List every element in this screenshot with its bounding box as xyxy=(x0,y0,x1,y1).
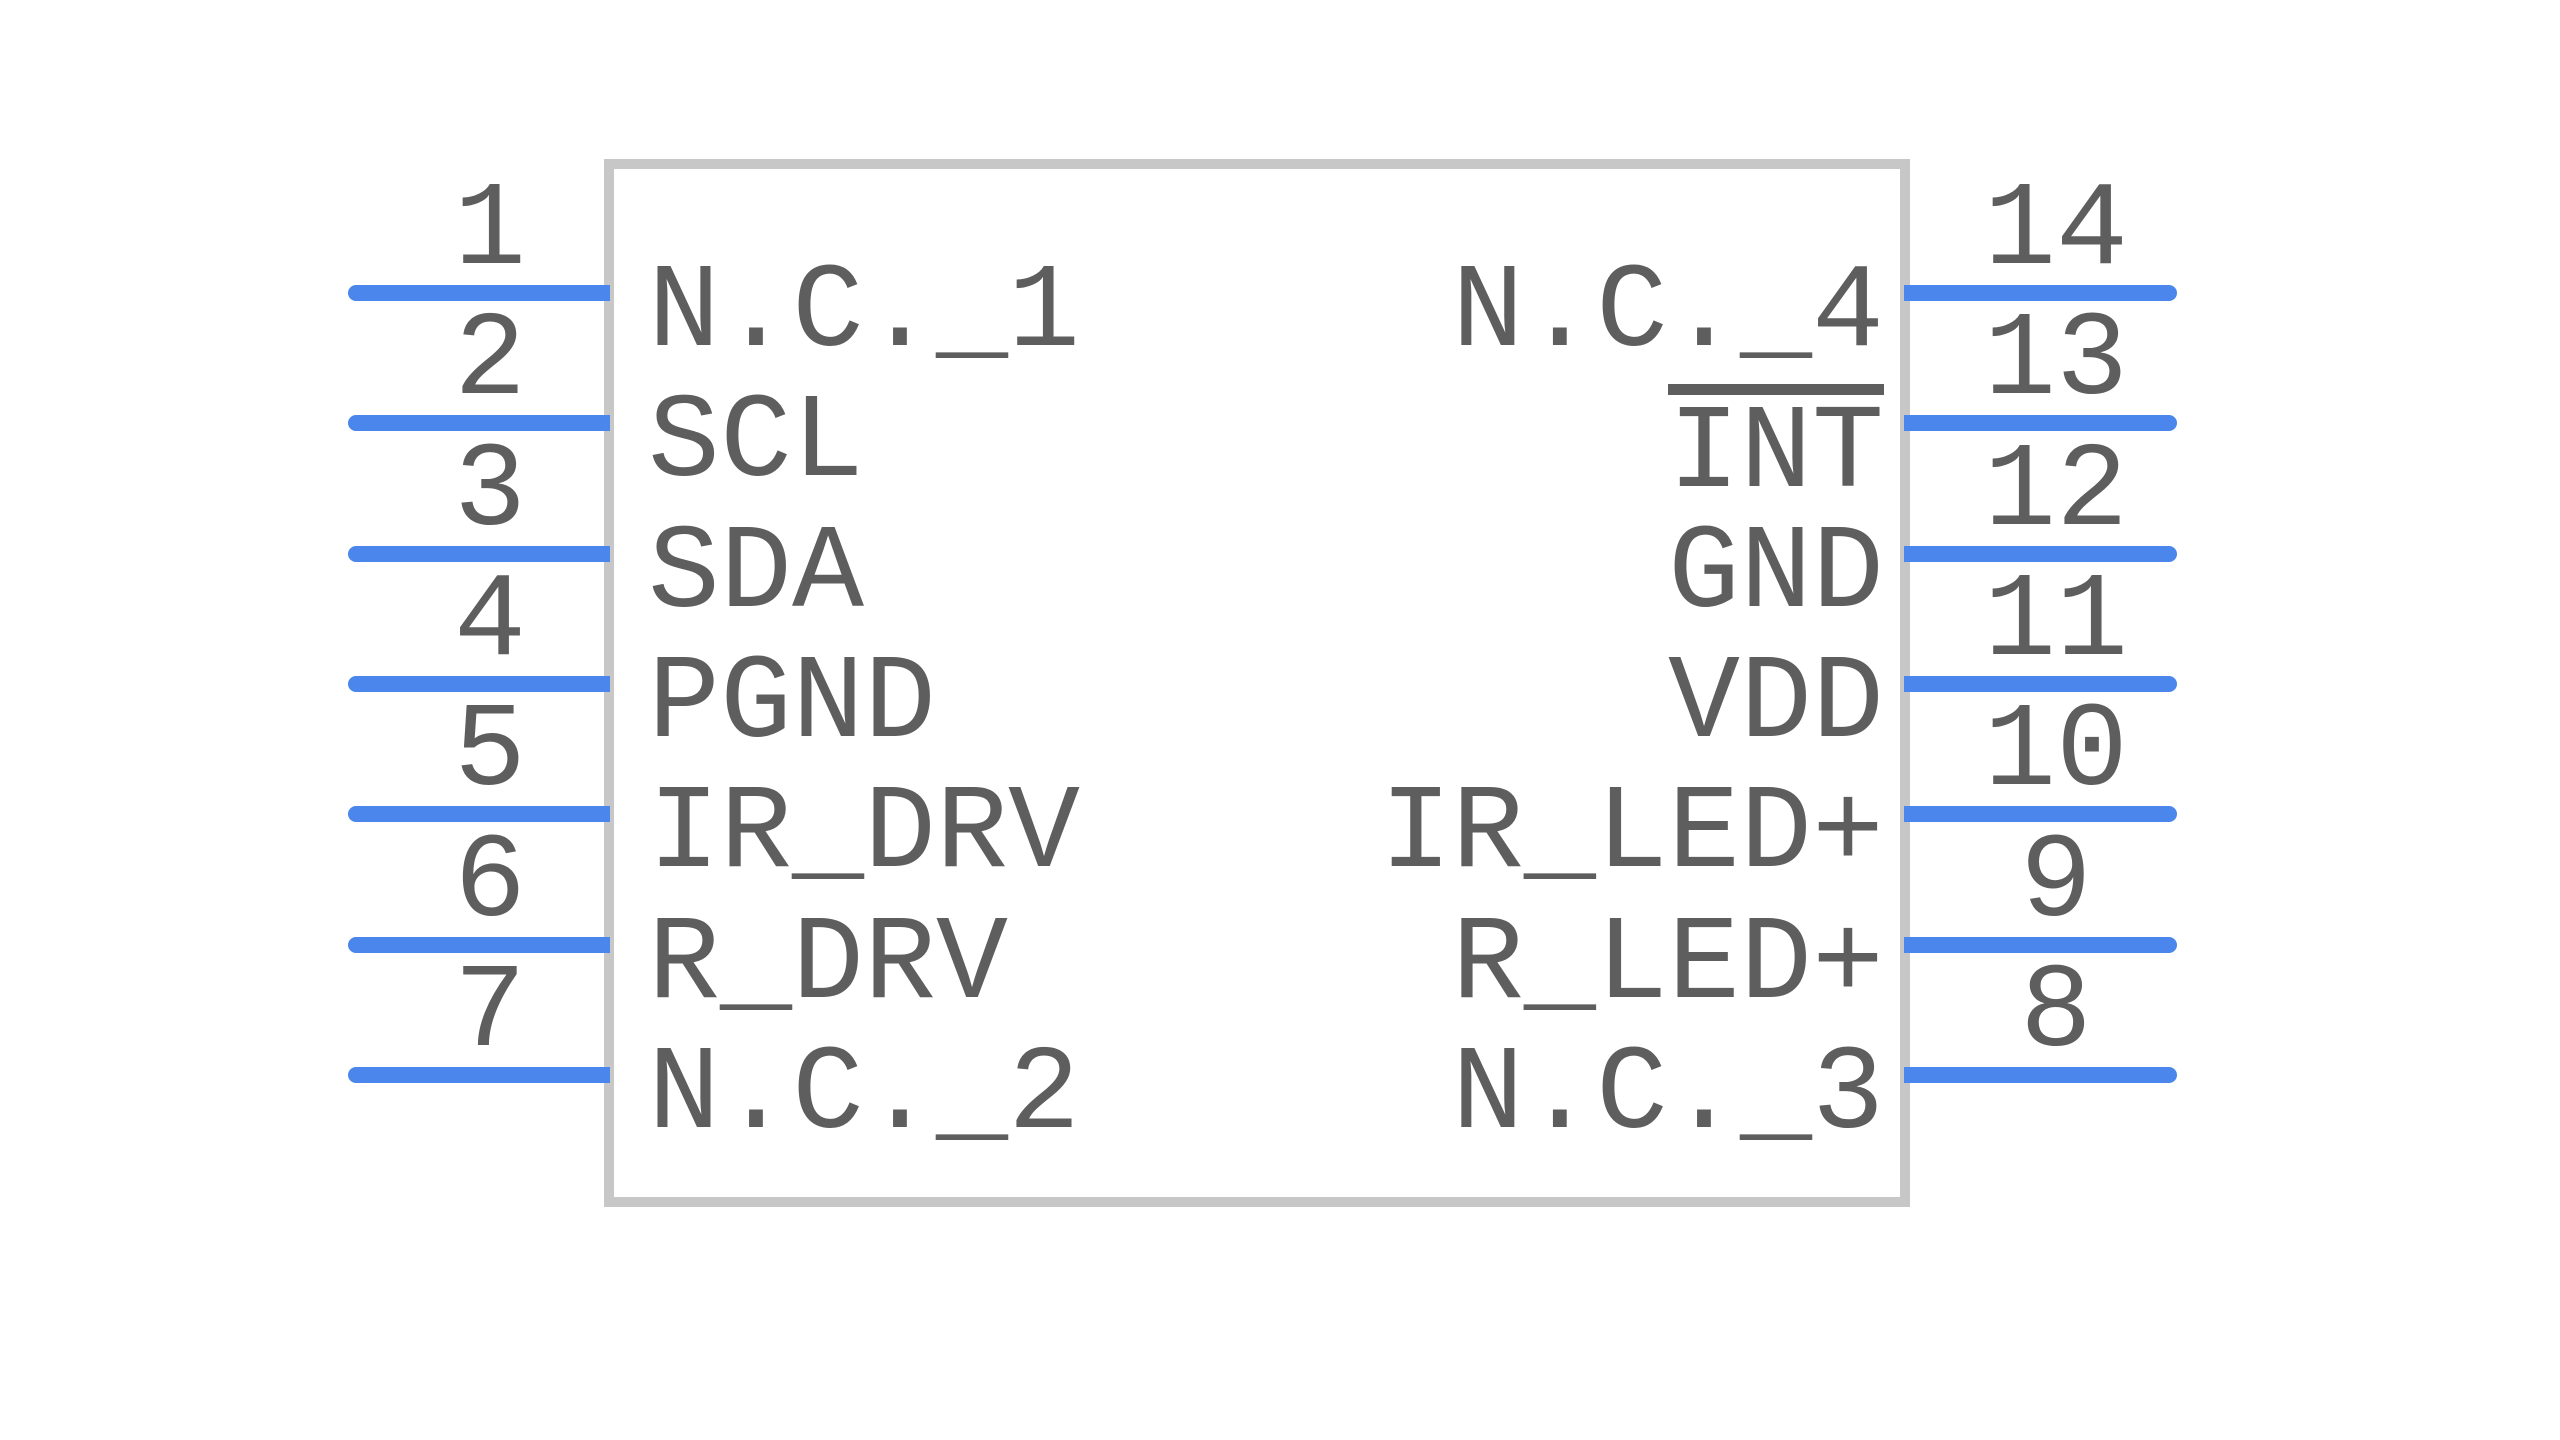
pin-4-name: PGND xyxy=(648,636,937,773)
pin-9-name: R_LED+ xyxy=(1451,897,1884,1034)
pin-2-number: 2 xyxy=(453,294,526,431)
pin-9-line xyxy=(1904,936,2177,953)
pin-14-line xyxy=(1904,285,2177,301)
pin-7-number: 7 xyxy=(453,945,526,1082)
pin-3-name: SDA xyxy=(648,506,865,643)
pin-8-name: N.C._3 xyxy=(1451,1027,1884,1164)
pin-12-name: GND xyxy=(1667,506,1884,643)
pin-12-number: 12 xyxy=(1983,424,2129,561)
pin-13-line xyxy=(1904,415,2177,432)
pin-2-name: SCL xyxy=(648,376,865,513)
pin-6-name: R_DRV xyxy=(648,897,1009,1034)
pin-5-name: IR_DRV xyxy=(648,767,1081,904)
pin-13-number: 13 xyxy=(1983,294,2129,431)
pin-11-number: 11 xyxy=(1983,554,2129,691)
pin-10-number: 10 xyxy=(1983,685,2129,822)
pin-3-line xyxy=(348,545,610,562)
pin-8-line xyxy=(1904,1066,2177,1083)
pin-12-line xyxy=(1904,545,2177,562)
pin-14-number: 14 xyxy=(1983,164,2129,300)
pin-1-line xyxy=(348,285,610,301)
pin-6-number: 6 xyxy=(453,815,526,952)
pin-6-line xyxy=(348,936,610,953)
pin-3-number: 3 xyxy=(453,424,526,561)
active-low-overline-label: INT xyxy=(1667,384,1884,515)
pin-4-line xyxy=(348,675,610,692)
pin-10-name: IR_LED+ xyxy=(1379,767,1884,904)
pin-5-number: 5 xyxy=(453,685,526,822)
pin-7-name: N.C._2 xyxy=(648,1027,1081,1164)
pin-1-number: 1 xyxy=(453,164,526,300)
pin-4-number: 4 xyxy=(453,554,526,691)
pin-7-line xyxy=(348,1066,610,1083)
pin-11-line xyxy=(1904,675,2177,692)
pin-5-line xyxy=(348,806,610,823)
pin-11-name: VDD xyxy=(1667,636,1884,773)
pin-13-name: INT xyxy=(1667,384,1884,515)
pin-9-number: 9 xyxy=(2019,815,2092,952)
symbol-body-outline xyxy=(604,159,1910,1207)
pin-1-name: N.C._1 xyxy=(648,246,1081,382)
pin-8-number: 8 xyxy=(2019,945,2092,1082)
pin-10-line xyxy=(1904,806,2177,823)
pin-14-name: N.C._4 xyxy=(1451,246,1884,382)
pin-2-line xyxy=(348,415,610,432)
